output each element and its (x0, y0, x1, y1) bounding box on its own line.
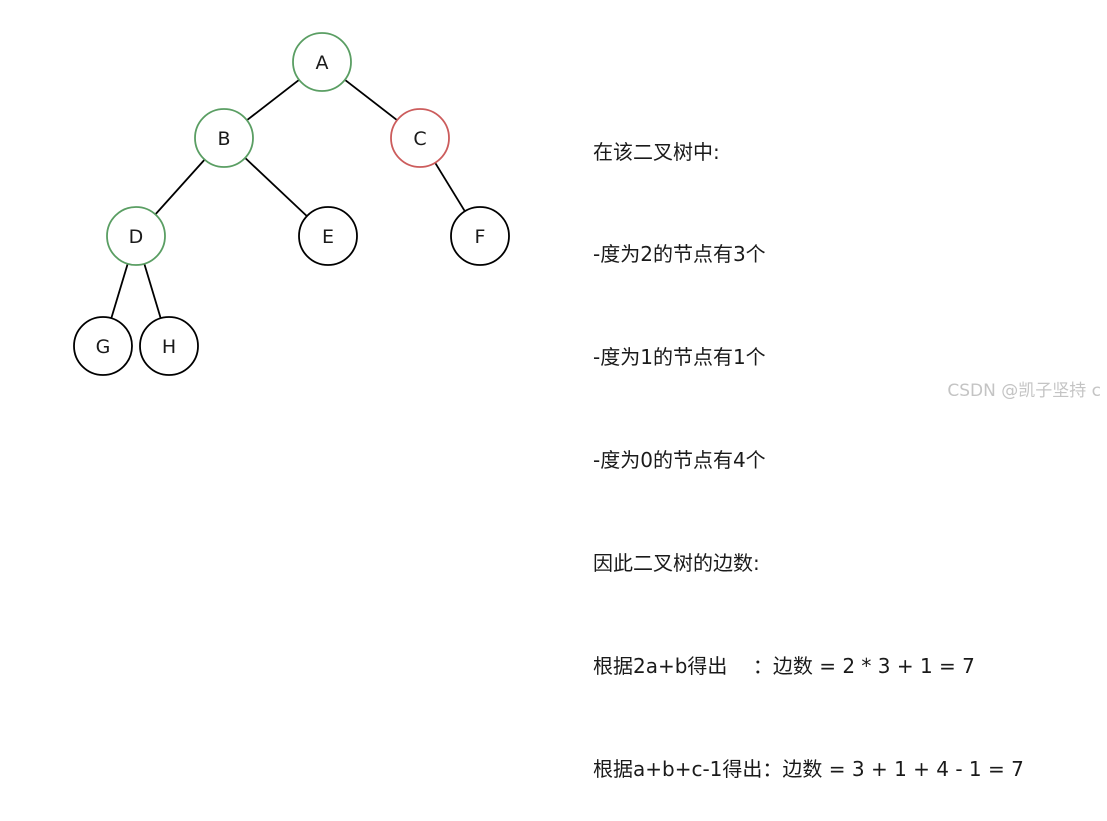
edge-d-g (110, 263, 129, 319)
node-d-label: D (129, 226, 144, 248)
node-c: C (390, 108, 450, 168)
node-f-circle (450, 206, 510, 266)
binary-tree-diagram: A B C D E F G H (73, 32, 510, 376)
explanation-line-1: 在该二叉树中: (593, 139, 720, 164)
node-g: G (73, 316, 133, 376)
node-b-circle (194, 108, 254, 168)
edge-d-h (143, 263, 162, 319)
node-h: H (139, 316, 199, 376)
node-f-label: F (475, 226, 486, 248)
tree-edges (110, 79, 466, 319)
node-c-circle (390, 108, 450, 168)
node-b-label: B (217, 128, 230, 150)
node-e-circle (298, 206, 358, 266)
edge-b-d (154, 158, 206, 216)
node-e: E (298, 206, 358, 266)
edge-a-c (344, 79, 398, 121)
explanation-line-2: -度为2的节点有3个 (593, 242, 766, 267)
node-g-label: G (96, 336, 111, 358)
node-b: B (194, 108, 254, 168)
edge-c-f (434, 162, 466, 212)
node-h-circle (139, 316, 199, 376)
explanation-line-5: 因此二叉树的边数: (593, 551, 760, 576)
node-a: A (292, 32, 352, 92)
edge-b-e (244, 157, 308, 217)
node-c-label: C (413, 128, 426, 150)
edge-a-b (246, 79, 300, 121)
explanation-line-6: 根据2a+b得出 ：边数 = 2 * 3 + 1 = 7 (593, 654, 975, 679)
node-a-label: A (316, 52, 329, 74)
node-d: D (106, 206, 166, 266)
tree-nodes: A B C D E F G H (73, 32, 510, 376)
node-h-label: H (162, 336, 176, 358)
node-f: F (450, 206, 510, 266)
node-g-circle (73, 316, 133, 376)
node-d-circle (106, 206, 166, 266)
explanation-text: 在该二叉树中: -度为2的节点有3个 -度为1的节点有1个 -度为0的节点有4个… (593, 66, 1024, 821)
explanation-line-7: 根据a+b+c-1得出：边数 = 3 + 1 + 4 - 1 = 7 (593, 756, 1024, 781)
node-e-label: E (322, 226, 334, 248)
node-a-circle (292, 32, 352, 92)
explanation-line-3: -度为1的节点有1个 (593, 345, 766, 370)
explanation-line-4: -度为0的节点有4个 (593, 448, 766, 473)
csdn-watermark: CSDN @凯子坚持 c (947, 381, 1101, 401)
